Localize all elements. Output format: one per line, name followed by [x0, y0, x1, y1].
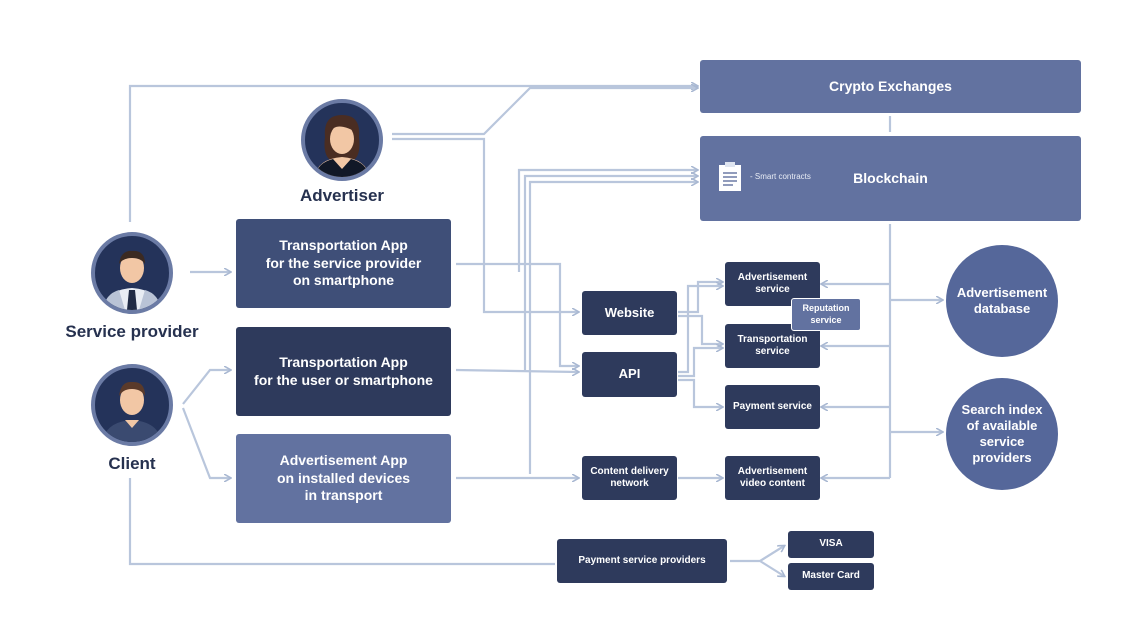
cdn-box: Content delivery network — [582, 456, 677, 500]
website-box: Website — [582, 291, 677, 335]
ad-app-box: Advertisement App on installed devices i… — [236, 434, 451, 523]
line-api-pay — [678, 378, 722, 407]
master-card-box: Master Card — [788, 563, 874, 590]
client-label: Client — [108, 454, 156, 473]
line-api-trsvc — [678, 348, 722, 378]
crypto-exchanges-box: Crypto Exchanges — [700, 60, 1081, 113]
line-client-uapp — [182, 370, 230, 405]
transportation-service-box: Transportation service — [725, 324, 820, 368]
payment-service-box: Payment service — [725, 385, 820, 429]
service-provider-label: Service provider — [65, 322, 199, 341]
line-web-trsvc — [678, 314, 722, 344]
payment-service-providers-box: Payment service providers — [557, 539, 727, 583]
line-client-adapp — [181, 407, 230, 478]
line-bc-1 — [517, 170, 697, 272]
visa-box: VISA — [788, 531, 874, 558]
ad-video-content-box: Advertisement video content — [725, 456, 820, 500]
man-icon — [103, 381, 161, 442]
search-index-database: Search index of available service provid… — [946, 378, 1058, 490]
line-provider-crypto — [128, 86, 697, 222]
provider-app-box: Transportation App for the service provi… — [236, 219, 451, 308]
api-box: API — [582, 352, 677, 397]
blockchain-box: Blockchain — [700, 136, 1081, 221]
line-bc-3 — [528, 182, 697, 474]
woman-icon — [315, 115, 369, 177]
reputation-service-box: Reputation service — [791, 298, 861, 331]
advertiser-avatar — [301, 99, 383, 181]
line-bc-2 — [523, 176, 697, 370]
line-papp-api — [456, 262, 578, 366]
line-advertiser-crypto — [392, 88, 697, 136]
line-uapp-api — [455, 370, 578, 372]
advertiser-label: Advertiser — [299, 186, 385, 205]
man-with-tie-icon — [103, 250, 161, 310]
blockchain-label: Blockchain — [853, 169, 928, 186]
line-client-psp — [128, 478, 555, 566]
user-app-box: Transportation App for the user or smart… — [236, 327, 451, 416]
line-api-adsvc — [678, 286, 722, 374]
client-avatar — [91, 364, 173, 446]
service-provider-avatar — [91, 232, 173, 314]
smart-contracts-note: - Smart contracts — [750, 172, 811, 181]
document-icon — [719, 162, 741, 191]
advertisement-database: Advertisement database — [946, 245, 1058, 357]
